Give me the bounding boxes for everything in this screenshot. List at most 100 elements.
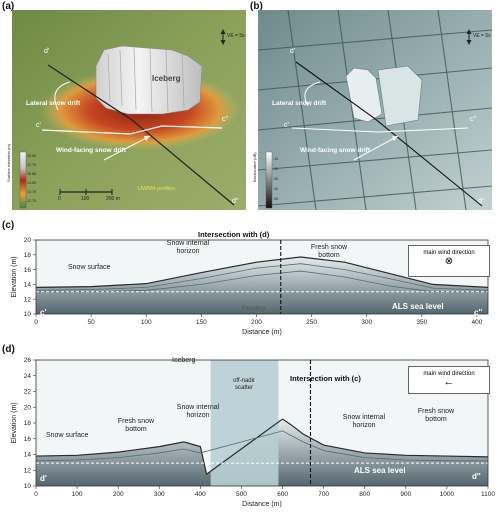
x-tick-label: 800: [359, 491, 370, 498]
y-tick-label: 12: [24, 296, 32, 303]
x-tick-label: 700: [318, 491, 329, 498]
snowpack-area: [36, 257, 488, 314]
x-tick-label: 50: [88, 319, 96, 326]
panel-b-marker-c1: c': [284, 122, 289, 129]
y-axis-label: Elevation (m): [11, 402, 18, 443]
iceberg-block: [210, 360, 279, 486]
panel-d-label: (d): [2, 344, 15, 355]
panel-a-marker-c1: c': [36, 122, 41, 129]
panel-c-snow-surface: Snow surface: [68, 264, 111, 271]
panel-d-marker-left: d': [40, 474, 47, 483]
x-tick-label: 200: [113, 491, 124, 498]
series-line-1: [35, 256, 489, 288]
panel-d-intersection: Intersection with (c): [290, 374, 361, 383]
panel-d-iceberg: Iceberg: [172, 357, 196, 364]
panel-d-marker-right: d'': [472, 472, 481, 481]
y-tick-label: 26: [24, 357, 32, 364]
panel-b-marker-c2: c'': [470, 116, 477, 123]
x-tick-label: 100: [141, 319, 152, 326]
series-line-2: [35, 430, 488, 462]
y-tick-label: 14: [24, 282, 32, 289]
y-tick-label: 20: [24, 237, 32, 244]
panel-c-marker-right: c'': [474, 308, 483, 317]
panel-d-snow-surface: Snow surface: [46, 432, 89, 439]
panel-a-label: (a): [2, 1, 15, 12]
wind-arrow: [103, 135, 151, 161]
panel-a-scale-0: 0: [58, 196, 61, 202]
panel-d-legend: main wind direction ←: [408, 366, 490, 394]
lateral-arrow: [54, 81, 71, 111]
plot-frame: [35, 239, 489, 315]
panel-b-cbar-ticks: -10-20-30-40-50: [273, 157, 279, 201]
panel-c-snow-internal: Snow internal horizon: [166, 240, 210, 255]
y-tick-label: 14: [24, 452, 32, 459]
panel-b-wind: Wind-facing snow drift: [300, 147, 370, 154]
x-tick-label: 400: [195, 491, 206, 498]
x-tick-label: 400: [472, 319, 483, 326]
y-tick-label: 12: [24, 467, 32, 474]
panel-d-fresh-snow-left: Fresh snow bottom: [117, 418, 155, 433]
panel-b-map: [258, 10, 492, 210]
panel-b-marker-d2: d'': [478, 198, 485, 205]
panel-b-lateral: Lateral snow drift: [272, 100, 327, 107]
panel-a-map: [12, 10, 246, 210]
series-line-3: [36, 270, 488, 293]
y-tick-label: 24: [24, 373, 32, 380]
panel-a-marker-d2: d'': [232, 198, 239, 205]
panel-c-als: ALS sea level: [392, 302, 444, 311]
panel-a-lateral: Lateral snow drift: [26, 100, 81, 107]
x-tick-label: 100: [72, 491, 83, 498]
x-tick-label: 900: [400, 491, 411, 498]
x-axis-label: Distance (m): [242, 329, 282, 336]
y-tick-label: 10: [24, 311, 32, 318]
panel-c-label: (c): [2, 220, 15, 231]
y-axis-label: Elevation (m): [11, 256, 18, 297]
y-tick-label: 10: [24, 483, 32, 490]
panel-c-fresh-snow: Fresh snow bottom: [310, 244, 348, 259]
panel-d-off-nadir: off-nadir scatter: [233, 378, 255, 391]
panel-b-cbar-title: Backscatter (dB): [252, 152, 257, 182]
x-tick-label: 300: [154, 491, 165, 498]
x-tick-label: 1100: [481, 491, 495, 498]
profile-c-line: [41, 125, 223, 135]
panel-c-flooding: Flooding: [242, 306, 266, 312]
x-tick-label: 500: [236, 491, 247, 498]
colorbar: [19, 151, 27, 209]
ve-indicator: [220, 29, 226, 45]
y-tick-label: 16: [24, 267, 32, 274]
x-tick-label: 0: [34, 319, 38, 326]
panel-d-snow-internal-left: Snow internal horizon: [176, 404, 220, 419]
panel-b-label: (b): [250, 1, 263, 12]
wind-left-arrow-icon: ←: [443, 376, 455, 388]
y-tick-label: 22: [24, 389, 32, 396]
y-tick-label: 18: [24, 420, 32, 427]
panel-a-marker-d1: d': [44, 48, 50, 55]
x-axis-label: Distance (m): [242, 501, 282, 508]
panel-c-legend: main wind direction ⊗: [408, 245, 490, 277]
panel-a-iceberg: Iceberg: [152, 74, 181, 83]
panel-a-wind: Wind-facing snow drift: [56, 147, 126, 154]
x-tick-label: 150: [196, 319, 207, 326]
series-line-2: [35, 263, 489, 291]
panel-d-fresh-snow-right: Fresh snow bottom: [417, 408, 455, 423]
iceberg-body: [95, 45, 203, 115]
series-line-1: [35, 418, 489, 476]
x-tick-label: 350: [416, 319, 427, 326]
panel-c-intersection: Intersection with (d): [198, 230, 270, 239]
y-tick-label: 20: [24, 404, 32, 411]
x-tick-label: 1000: [440, 491, 455, 498]
panel-a-ve: VE = 5x: [227, 33, 245, 39]
profile-d-line: [47, 64, 235, 206]
y-tick-label: 18: [24, 252, 32, 259]
panel-a-marker-c2: c'': [222, 116, 229, 123]
panel-d-snow-internal-right: Snow internal horizon: [342, 414, 386, 429]
panel-d-als: ALS sea level: [354, 466, 406, 475]
panel-c-marker-left: c': [40, 308, 47, 317]
x-tick-label: 300: [361, 319, 372, 326]
panel-b-marker-d1: d': [290, 48, 296, 55]
wind-into-page-icon: ⊗: [444, 256, 454, 267]
x-tick-label: 0: [34, 491, 38, 498]
y-tick-label: 16: [24, 436, 32, 443]
panel-b-ve: VE = 5x: [473, 33, 491, 39]
